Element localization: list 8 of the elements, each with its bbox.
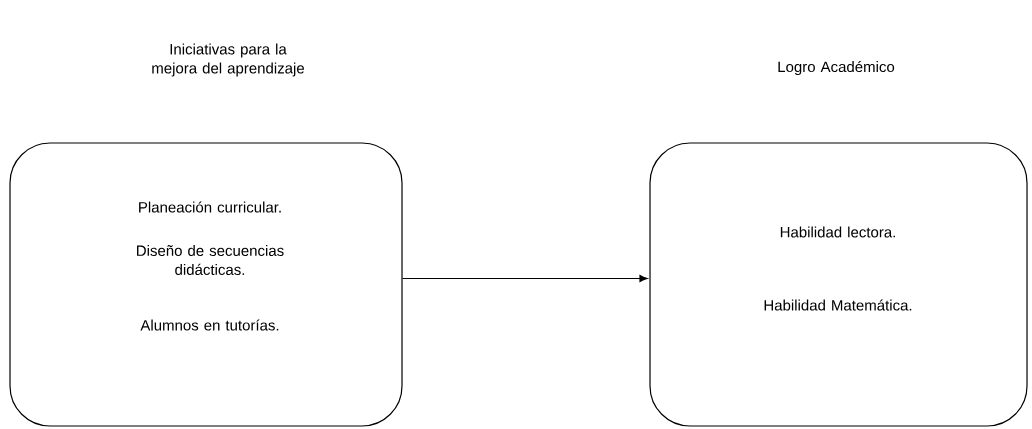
box-text: Diseño de secuencias didácticas.	[137, 245, 284, 275]
box-text: Habilidad lectora.	[780, 226, 895, 238]
box-text: Planeación curricular.	[139, 201, 281, 213]
box-text: Habilidad Matemática.	[764, 299, 912, 311]
box-text: Alumnos en tutorías.	[140, 319, 279, 331]
heading: Logro Académico	[778, 60, 895, 76]
arrow	[402, 275, 648, 283]
heading: Iniciativas para la mejora del aprendizaje	[152, 43, 304, 77]
